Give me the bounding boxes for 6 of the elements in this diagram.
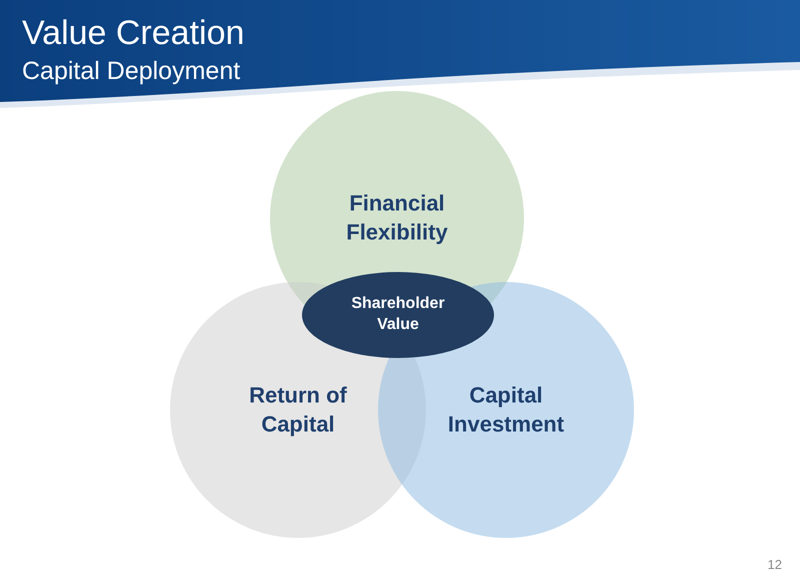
page-number: 12 (768, 557, 782, 572)
circle-label: Capital Investment (426, 381, 586, 439)
slide-subtitle: Capital Deployment (22, 56, 240, 86)
circle-label: Financial Flexibility (322, 189, 472, 247)
circle-label: Return of Capital (223, 381, 373, 439)
slide-title: Value Creation (22, 14, 244, 52)
